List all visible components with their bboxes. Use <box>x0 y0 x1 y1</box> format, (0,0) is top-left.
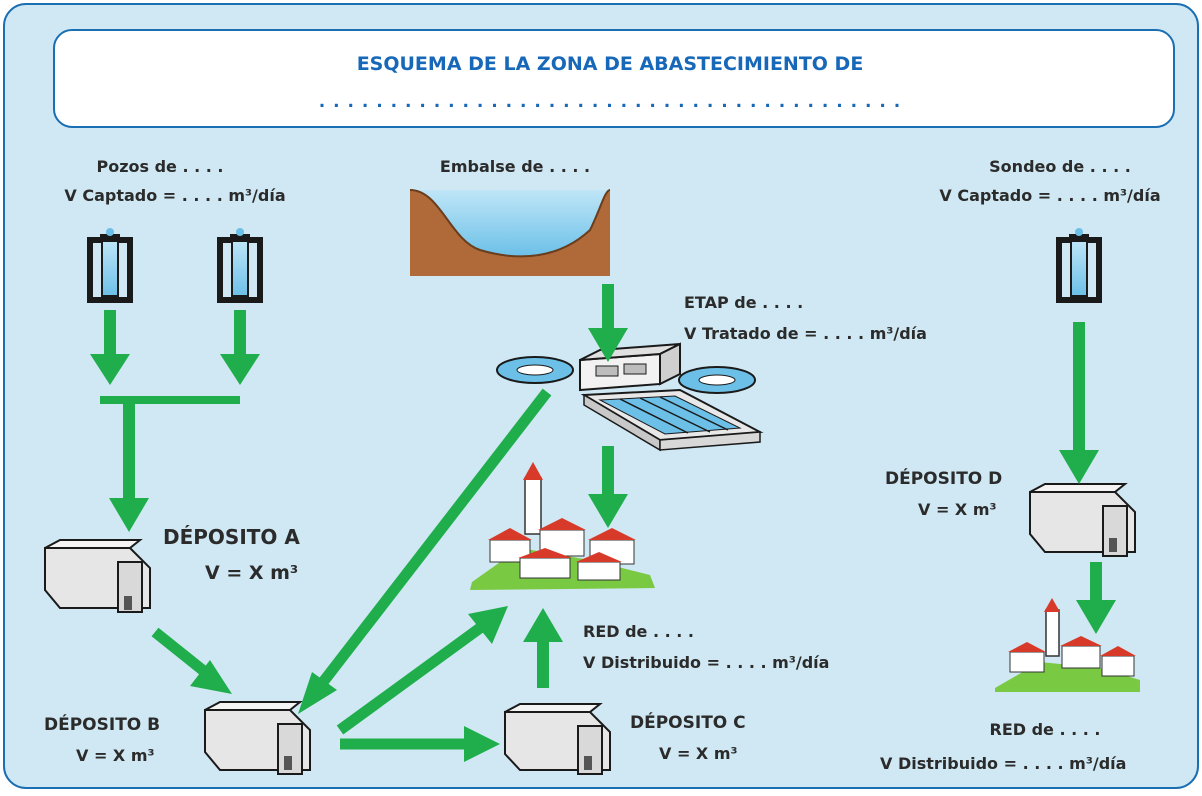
arrow-deposit-a-b-line <box>151 627 209 677</box>
deposit-b-volume: V = X m³ <box>76 746 155 765</box>
arrow-deposit-a-b-head <box>190 660 232 694</box>
network-d-volume: V Distribuido = . . . . m³/día <box>880 754 1127 773</box>
etap-name: ETAP de . . . . <box>684 293 804 312</box>
arrow-reservoir-etap <box>588 284 628 362</box>
reservoir-icon <box>409 189 611 276</box>
deposit-c-icon <box>504 703 611 775</box>
deposit-d-name: DÉPOSITO D <box>885 469 1003 489</box>
arrow-to-deposit-a <box>109 400 149 532</box>
arrow-etap-b-line <box>315 388 552 690</box>
deposit-a-name: DÉPOSITO A <box>163 525 300 549</box>
arrow-deposit-d-town <box>1076 562 1116 634</box>
network-d-name: RED de . . . . <box>989 720 1101 739</box>
arrow-etap-b-head <box>298 672 337 714</box>
arrow-etap-town <box>588 446 628 528</box>
well-icon-right <box>217 228 263 303</box>
arrow-b-town-head <box>468 606 508 644</box>
etap-icon <box>496 342 764 452</box>
deposit-a-volume: V = X m³ <box>205 562 299 584</box>
arrow-deposit-c-town <box>523 608 563 688</box>
well-merge-bar <box>100 396 240 404</box>
arrow-well-left <box>90 310 130 385</box>
etap-volume: V Tratado de = . . . . m³/día <box>684 324 927 343</box>
borehole-icon <box>1056 228 1102 303</box>
header-box <box>53 29 1175 128</box>
header-title: ESQUEMA DE LA ZONA DE ABASTECIMIENTO DE <box>356 53 864 75</box>
deposit-b-icon <box>204 701 311 775</box>
network-main-volume: V Distribuido = . . . . m³/día <box>583 653 830 672</box>
deposit-d-icon <box>1029 483 1136 557</box>
town-main-icon <box>470 462 655 590</box>
deposit-c-name: DÉPOSITO C <box>630 713 746 733</box>
arrow-borehole-deposit-d <box>1059 322 1099 484</box>
wells-name: Pozos de . . . . <box>96 157 224 176</box>
deposit-a-icon <box>44 539 151 613</box>
borehole-name: Sondeo de . . . . <box>989 157 1131 176</box>
arrow-b-c-head <box>464 726 500 762</box>
town-d-icon <box>995 598 1140 692</box>
deposit-d-volume: V = X m³ <box>918 500 997 519</box>
deposit-b-name: DÉPOSITO B <box>44 715 161 735</box>
network-main-name: RED de . . . . <box>583 622 694 641</box>
reservoir-name: Embalse de . . . . <box>439 157 591 176</box>
wells-volume: V Captado = . . . . m³/día <box>64 186 286 205</box>
arrow-b-town-line <box>336 623 484 735</box>
arrow-well-right <box>220 310 260 385</box>
borehole-volume: V Captado = . . . . m³/día <box>939 186 1161 205</box>
header-dots: . . . . . . . . . . . . . . . . . . . . … <box>318 92 902 112</box>
deposit-c-volume: V = X m³ <box>659 744 738 763</box>
well-icon-left <box>87 228 133 303</box>
